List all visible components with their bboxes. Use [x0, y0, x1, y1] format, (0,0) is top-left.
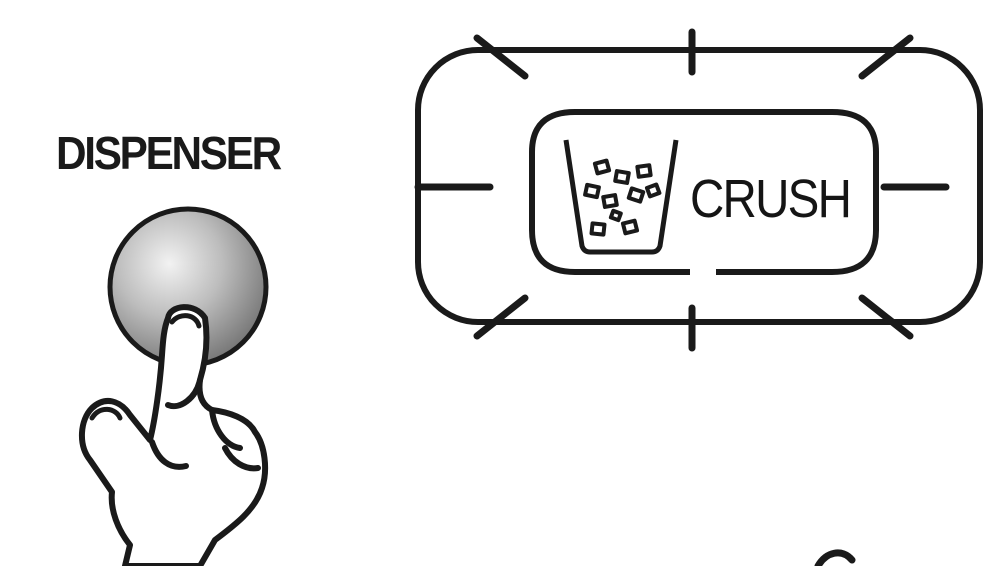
crushed-ice-cup-icon	[563, 139, 679, 255]
crush-mode-label: CRUSH	[690, 169, 852, 229]
dispenser-label: DISPENSER	[56, 127, 282, 179]
flash-indicator-ticks	[414, 28, 950, 352]
pointing-hand-icon	[79, 304, 269, 566]
partial-stroke	[814, 549, 856, 566]
